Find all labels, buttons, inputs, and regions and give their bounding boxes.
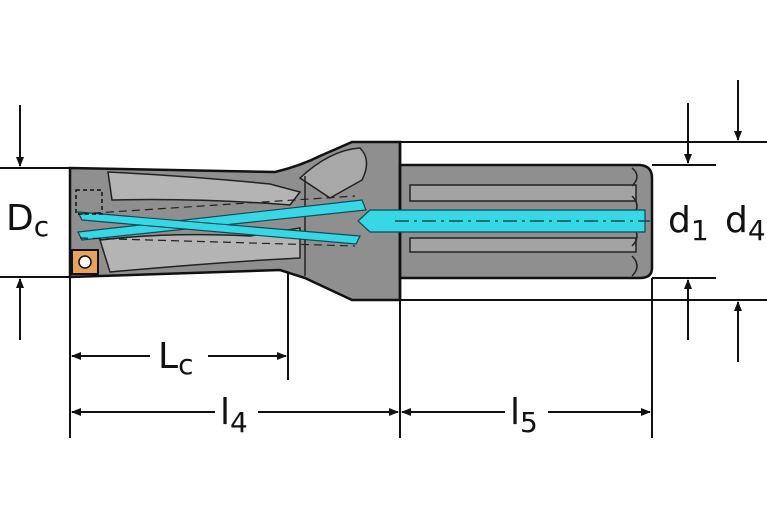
- inserts: [71, 189, 103, 275]
- insert-upper: [75, 189, 103, 215]
- label-dc: Dc: [6, 198, 49, 243]
- label-d4: d4: [725, 200, 766, 247]
- coolant-main: [357, 209, 646, 233]
- hidden-line-upper: [79, 195, 356, 215]
- shank-groove-top: [409, 184, 637, 202]
- shank-groove-bottom: [409, 237, 637, 253]
- label-l4: l4: [220, 392, 248, 439]
- shank-end-ribs: [631, 167, 638, 277]
- coolant-channels: [76, 195, 650, 247]
- insert-screw: [78, 255, 92, 269]
- label-d1: d1: [668, 200, 709, 247]
- dimension-labels: Dc Lc l4 l5 d1 d4: [6, 198, 766, 439]
- label-lc: Lc: [158, 336, 193, 381]
- label-l5: l5: [510, 392, 538, 439]
- flute-pocket: [298, 147, 368, 199]
- coolant-branch-upper: [77, 199, 367, 241]
- flute-shadow: [99, 227, 301, 273]
- coolant-branch-lower: [76, 211, 361, 245]
- dimension-lines: [0, 80, 767, 438]
- hidden-line-lower: [79, 237, 356, 247]
- flute-highlight: [107, 171, 302, 206]
